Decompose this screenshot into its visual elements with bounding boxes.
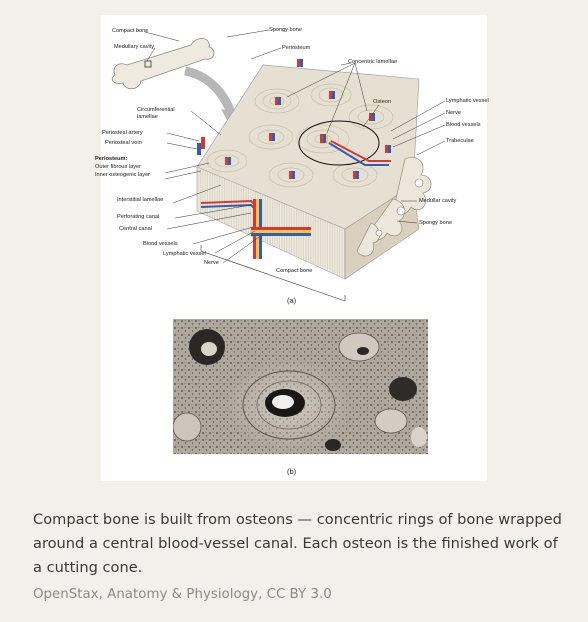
compact-bone-figure: Compact bone Medullary cavity Spongy bon… bbox=[101, 15, 487, 481]
label-lymphatic-vessel-right: Lymphatic vessel bbox=[446, 98, 489, 104]
label-circumferential-lamellae-1: Circumferential bbox=[137, 107, 175, 113]
label-blood-vessels-bottom: Blood vessels bbox=[143, 241, 178, 247]
label-nerve-right: Nerve bbox=[446, 110, 461, 116]
label-central-canal: Central canal bbox=[119, 226, 152, 232]
label-outer-fibrous-layer: Outer fibrous layer bbox=[95, 164, 141, 170]
label-periosteum-heading: Periosteum: bbox=[95, 156, 127, 162]
label-nerve-bottom: Nerve bbox=[204, 260, 219, 266]
label-trabeculae: Trabeculae bbox=[446, 138, 474, 144]
label-compact-bone-top: Compact bone bbox=[112, 28, 148, 34]
label-spongy-bone-top: Spongy bone bbox=[269, 27, 302, 33]
figure-caption: Compact bone is built from osteons — con… bbox=[33, 508, 563, 580]
label-perforating-canal: Perforating canal bbox=[117, 214, 159, 220]
figure-credit: OpenStax, Anatomy & Physiology, CC BY 3.… bbox=[33, 585, 563, 605]
label-periosteal-vein: Periosteal vein bbox=[105, 140, 142, 146]
label-blood-vessels-right: Blood vessels bbox=[446, 122, 481, 128]
label-osteon: Osteon bbox=[373, 99, 391, 105]
label-spongy-bone-bottom: Spongy bone bbox=[419, 220, 452, 226]
label-concentric-lamellae: Concentric lamellae bbox=[348, 59, 397, 65]
label-compact-bone-bottom: Compact bone bbox=[276, 268, 312, 274]
label-medullar-cavity: Medullar cavity bbox=[419, 198, 456, 204]
label-interstitial-lamellae: Interstitial lamellae bbox=[117, 197, 163, 203]
label-inner-osteogenic-layer: Inner osteogenic layer bbox=[95, 172, 150, 178]
bone-micrograph bbox=[173, 319, 428, 454]
micrograph-illustration bbox=[173, 319, 428, 454]
label-lymphatic-vessel-bottom: Lymphatic vessel bbox=[163, 251, 206, 257]
panel-b-tag: (b) bbox=[287, 467, 296, 476]
label-periosteal-artery: Periosteal artery bbox=[102, 130, 143, 136]
panel-a-tag: (a) bbox=[287, 296, 296, 305]
zoom-arrow-icon bbox=[185, 71, 231, 113]
label-periosteum-top: Periosteum bbox=[282, 45, 310, 51]
label-circumferential-lamellae-2: lamellae bbox=[137, 114, 158, 120]
label-medullary-cavity-top: Medullary cavity bbox=[114, 44, 154, 50]
